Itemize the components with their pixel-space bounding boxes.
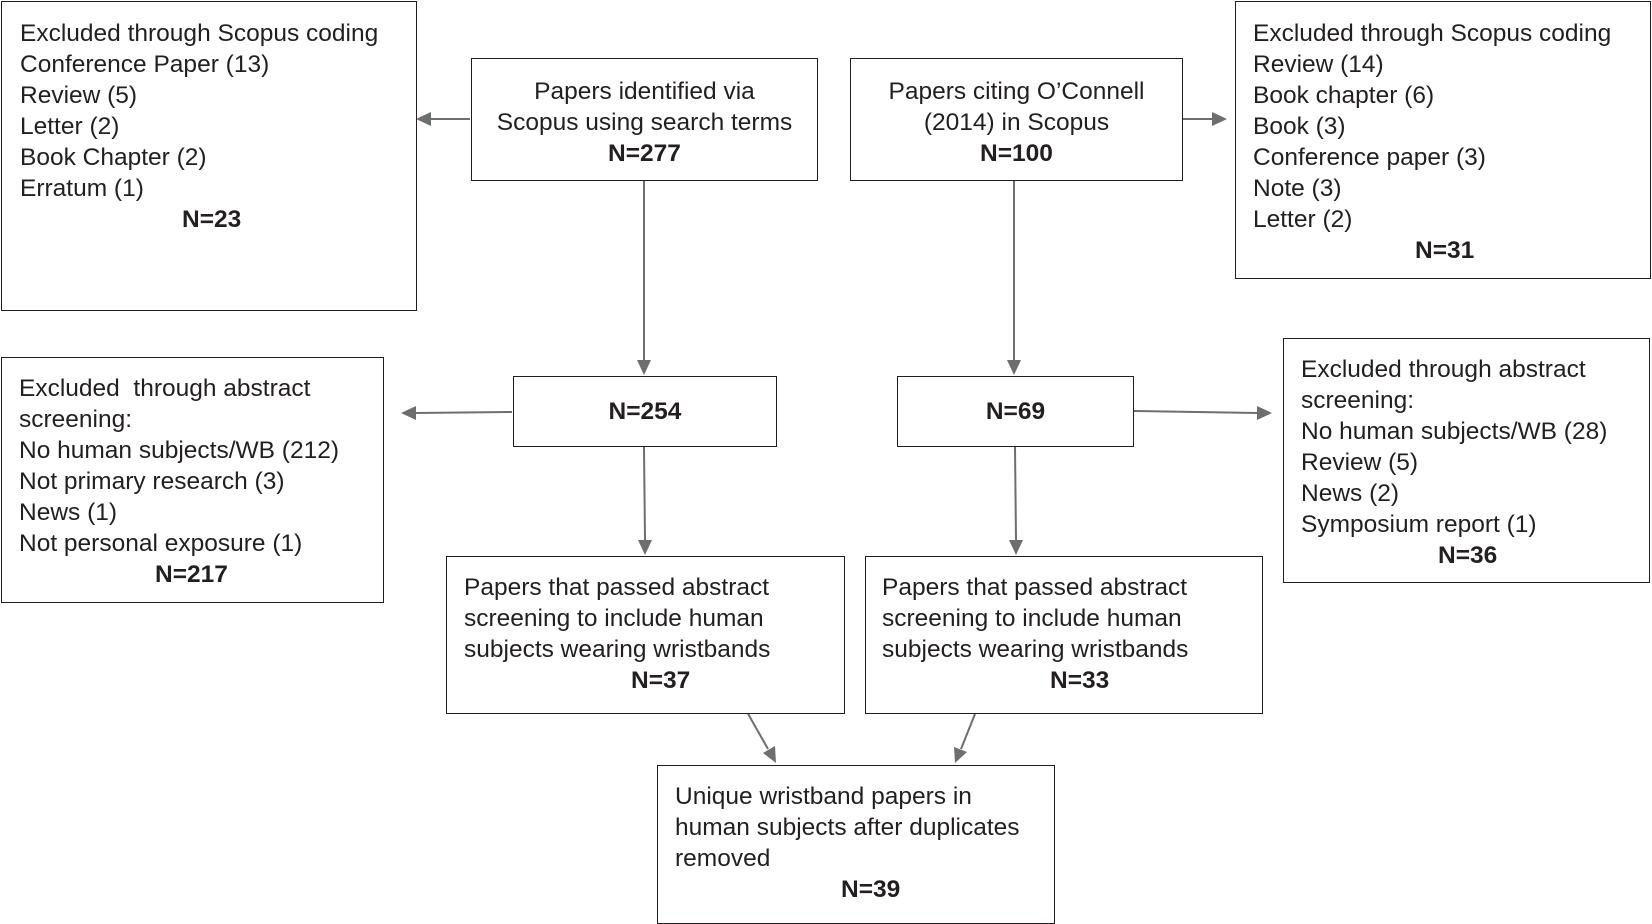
arrow-n69-to-passed-right (1009, 446, 1023, 555)
box-line: screening: (1301, 387, 1415, 414)
box-line: No human subjects/WB (28) (1301, 418, 1608, 445)
box-line: Review (5) (20, 82, 138, 109)
box-line: Symposium report (1) (1301, 511, 1537, 538)
box-line: Excluded through abstract (19, 375, 311, 402)
box-line: human subjects after duplicates (675, 814, 1020, 841)
box-line: Excluded through Scopus coding (1253, 20, 1612, 47)
box-line: Excluded through abstract (1301, 356, 1586, 383)
box-line: screening to include human (882, 605, 1182, 632)
papers-identified-search-box: Papers identified via Scopus using searc… (471, 58, 818, 181)
box-line: No human subjects/WB (212) (19, 437, 339, 464)
box-total: N=100 (980, 140, 1053, 167)
box-total: N=23 (182, 206, 242, 233)
box-line: Book chapter (6) (1253, 82, 1435, 109)
box-line: Scopus using search terms (496, 109, 793, 136)
box-line: Papers identified via (534, 78, 755, 105)
box-line: subjects wearing wristbands (464, 636, 771, 663)
box-line: Papers citing O’Connell (888, 78, 1145, 105)
excluded-abstract-screening-left-box: Excluded through abstract screening: No … (1, 357, 384, 603)
box-total: N=39 (841, 876, 901, 903)
excluded-abstract-screening-right-box: Excluded through abstract screening: No … (1283, 338, 1650, 583)
unique-papers-box: Unique wristband papers in human subject… (657, 765, 1055, 924)
box-line: (2014) in Scopus (923, 109, 1110, 136)
box-line: Note (3) (1253, 175, 1342, 202)
box-total: N=36 (1438, 542, 1498, 569)
box-line: Unique wristband papers in (675, 783, 972, 810)
box-line: Book (3) (1253, 113, 1346, 140)
passed-abstract-screening-left-box: Papers that passed abstract screening to… (446, 556, 845, 714)
arrow-citing-to-excluded-scopus-right (1182, 112, 1227, 126)
excluded-scopus-coding-left-box: Excluded through Scopus coding Conferenc… (1, 1, 417, 311)
arrow-citing-to-n69 (1007, 180, 1021, 375)
arrow-passed-right-to-unique (954, 713, 976, 763)
box-line: Book Chapter (2) (20, 144, 207, 171)
box-line: Letter (2) (1253, 206, 1353, 233)
box-line: screening to include human (464, 605, 764, 632)
box-line: Review (14) (1253, 51, 1384, 78)
box-total: N=217 (155, 561, 228, 588)
arrow-search-to-n254 (637, 180, 651, 375)
box-line: Review (5) (1301, 449, 1419, 476)
box-line: Not personal exposure (1) (19, 530, 303, 557)
box-total: N=277 (608, 140, 681, 167)
box-total: N=33 (1050, 667, 1110, 694)
box-line: screening: (19, 406, 133, 433)
arrow-search-to-excluded-scopus-left (416, 112, 470, 126)
arrow-passed-left-to-unique (746, 711, 776, 763)
box-line: News (1) (19, 499, 118, 526)
after-scopus-left-count-box: N=254 (513, 376, 777, 447)
box-total: N=31 (1415, 237, 1475, 264)
excluded-scopus-coding-right-box: Excluded through Scopus coding Review (1… (1235, 1, 1651, 279)
box-line: Conference paper (3) (1253, 144, 1486, 171)
papers-citing-oconnell-box: Papers citing O’Connell (2014) in Scopus… (850, 58, 1183, 181)
arrow-n69-to-excluded-abstract-right (1132, 406, 1272, 420)
box-line: Conference Paper (13) (20, 51, 270, 78)
box-line: removed (675, 845, 771, 872)
box-line: Erratum (1) (20, 175, 144, 202)
box-line: Papers that passed abstract (464, 574, 770, 601)
box-line: subjects wearing wristbands (882, 636, 1189, 663)
box-line: Excluded through Scopus coding (20, 20, 379, 47)
box-line: Not primary research (3) (19, 468, 285, 495)
arrow-n254-to-passed-left (638, 446, 652, 555)
box-total: N=69 (985, 398, 1046, 425)
passed-abstract-screening-right-box: Papers that passed abstract screening to… (865, 556, 1263, 714)
box-line: Letter (2) (20, 113, 120, 140)
box-total: N=254 (608, 398, 682, 425)
box-line: Papers that passed abstract (882, 574, 1188, 601)
box-line: News (2) (1301, 480, 1400, 507)
box-total: N=37 (631, 667, 691, 694)
arrow-n254-to-excluded-abstract-left (401, 406, 513, 420)
after-scopus-right-count-box: N=69 (897, 376, 1134, 447)
